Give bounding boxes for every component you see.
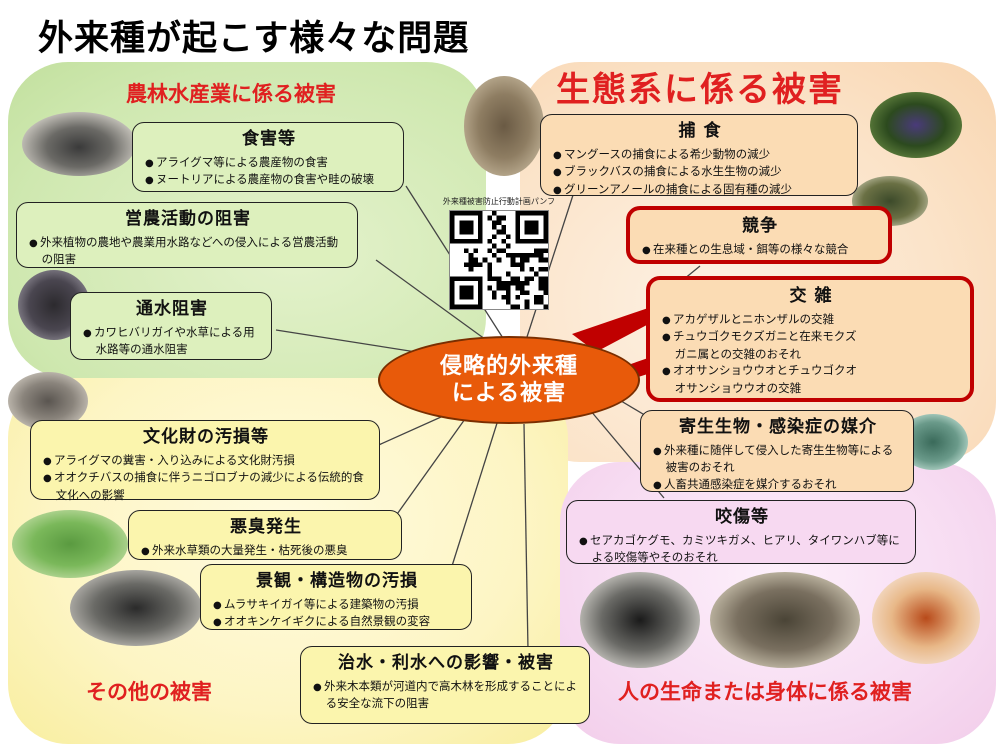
other-zone-label: その他の被害 (86, 680, 212, 704)
box-water-head: 通水阻害 (136, 299, 208, 319)
box-predation-item: グリーンアノールの捕食による固有種の減少 (553, 181, 847, 199)
box-parasite: 寄生生物・感染症の媒介 外来種に随伴して侵入した寄生生物等による被害のおそれ 人… (640, 410, 914, 492)
human-zone-label: 人の生命または身体に係る被害 (618, 680, 912, 704)
water-plant-photo (12, 510, 128, 578)
box-hybrid-item: オオサンショウウオとチュウゴクオオサンショウウオの交雑 (662, 362, 860, 396)
box-hybrid: 交 雑 アカゲザルとニホンザルの交雑 チュウゴクモクズガニと在来モクズガニ属との… (646, 276, 974, 402)
box-cultural-item: アライグマの糞害・入り込みによる文化財汚損 (43, 452, 369, 470)
box-predation-item: マングースの捕食による希少動物の減少 (553, 146, 847, 164)
box-feeding-item: ヌートリアによる農産物の食害や畦の破壊 (145, 171, 393, 189)
box-competition: 競争 在来種との生息域・餌等の様々な競合 (626, 206, 892, 264)
nutria-photo (22, 112, 136, 176)
snapping-turtle-photo (710, 572, 860, 668)
center-line1: 侵略的外来種 (439, 353, 578, 379)
box-bite-item: セアカゴケグモ、カミツキガメ、ヒアリ、タイワンハブ等による咬傷等やそのおそれ (579, 532, 905, 566)
box-landscape-head: 景観・構造物の汚損 (256, 571, 418, 591)
box-landscape-item: ムラサキイガイ等による建築物の汚損 (213, 596, 461, 614)
box-predation-head: 捕 食 (678, 121, 722, 141)
box-cultural: 文化財の汚損等 アライグマの糞害・入り込みによる文化財汚損 オオクチバスの捕食に… (30, 420, 380, 503)
box-hybrid-item: アカゲザルとニホンザルの交雑 (662, 311, 860, 329)
qr-code-area: 外来種被害防止行動計画パンフ (436, 196, 562, 314)
box-odor: 悪臭発生 外来水草類の大量発生・枯死後の悪臭 (128, 510, 402, 560)
box-parasite-head: 寄生生物・感染症の媒介 (679, 417, 877, 437)
qr-label: 外来種被害防止行動計画パンフ (442, 197, 556, 206)
spider-photo (580, 572, 700, 668)
box-odor-item: 外来水草類の大量発生・枯死後の悪臭 (141, 542, 391, 560)
box-cultural-item: オオクチバスの捕食に伴うニゴロブナの減少による伝統的食文化への影響 (43, 469, 369, 503)
box-competition-head: 競争 (742, 216, 778, 236)
box-farming-item: 外来植物の農地や農業用水路などへの侵入による営農活動の阻害 (29, 234, 347, 268)
fire-ant-photo (872, 572, 980, 664)
box-bite-head: 咬傷等 (715, 507, 769, 527)
shoreline-photo (70, 570, 202, 646)
box-feeding: 食害等 アライグマ等による農産物の食害 ヌートリアによる農産物の食害や畦の破壊 (132, 122, 404, 192)
box-hybrid-item: チュウゴクモクズガニと在来モクズガニ属との交雑のおそれ (662, 328, 860, 362)
box-odor-head: 悪臭発生 (230, 517, 302, 537)
qr-code[interactable] (449, 210, 549, 310)
box-farming: 営農活動の阻害 外来植物の農地や農業用水路などへの侵入による営農活動の阻害 (16, 202, 358, 268)
box-competition-item: 在来種との生息域・餌等の様々な競合 (642, 241, 878, 259)
box-water-item: カワヒバリガイや水草による用水路等の通水阻害 (83, 324, 261, 358)
box-cultural-head: 文化財の汚損等 (143, 427, 269, 447)
agriculture-zone-label: 農林水産業に係る被害 (126, 82, 336, 106)
page-title: 外来種が起こす様々な問題 (38, 19, 470, 59)
box-water: 通水阻害 カワヒバリガイや水草による用水路等の通水阻害 (70, 292, 272, 360)
box-bite: 咬傷等 セアカゴケグモ、カミツキガメ、ヒアリ、タイワンハブ等による咬傷等やそのお… (566, 500, 916, 564)
box-flood: 治水・利水への影響・被害 外来木本類が河道内で高木林を形成することによる安全な流… (300, 646, 590, 724)
box-predation: 捕 食 マングースの捕食による希少動物の減少 ブラックバスの捕食による水生生物の… (540, 114, 858, 196)
mongoose-photo (464, 76, 544, 176)
box-farming-head: 営農活動の阻害 (125, 209, 251, 229)
center-line2: による被害 (451, 381, 567, 406)
box-hybrid-head: 交 雑 (789, 286, 833, 306)
center-ellipse: 侵略的外来種 による被害 (378, 336, 640, 424)
box-predation-item: ブラックバスの捕食による水生生物の減少 (553, 163, 847, 181)
box-parasite-item: 外来種に随伴して侵入した寄生生物等による被害のおそれ (653, 442, 903, 476)
box-flood-item: 外来木本類が河道内で高木林を形成することによる安全な流下の阻害 (313, 678, 579, 712)
box-landscape: 景観・構造物の汚損 ムラサキイガイ等による建築物の汚損 オオキンケイギクによる自… (200, 564, 472, 630)
box-flood-head: 治水・利水への影響・被害 (338, 653, 554, 673)
box-feeding-head: 食害等 (242, 129, 296, 149)
insect-flower-photo (870, 92, 962, 158)
box-landscape-item: オオキンケイギクによる自然景観の変容 (213, 613, 461, 631)
ecosystem-zone-label: 生態系に係る被害 (556, 70, 844, 110)
box-parasite-item: 人畜共通感染症を媒介するおそれ (653, 476, 903, 494)
box-feeding-item: アライグマ等による農産物の食害 (145, 154, 393, 172)
